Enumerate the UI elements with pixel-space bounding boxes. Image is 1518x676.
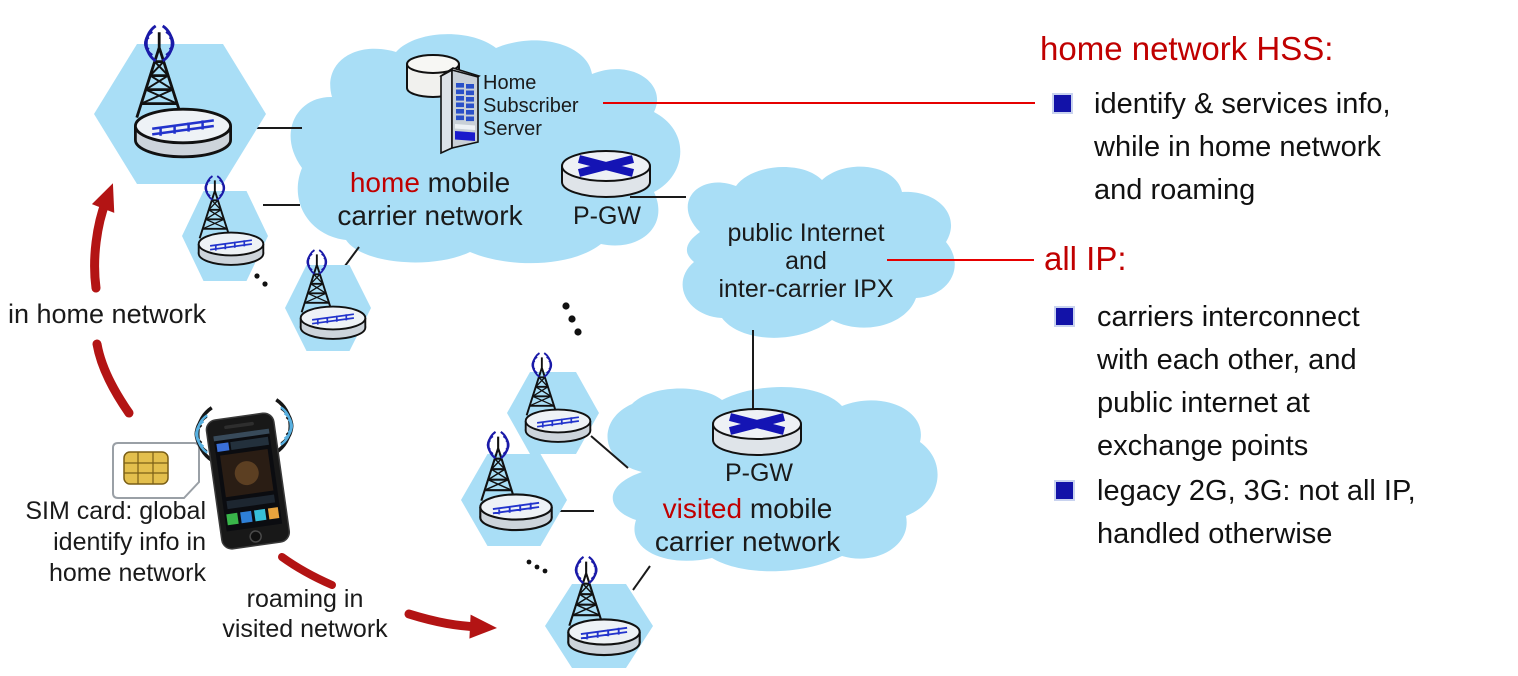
- hss-label: Home Subscriber Server: [483, 72, 579, 140]
- sim-card-icon: [112, 442, 200, 499]
- all-ip-bullet-text-1: carriers interconnect with each other, a…: [1097, 301, 1360, 462]
- pgw-home-label: P-GW: [572, 202, 642, 230]
- bullet-square-icon: [1054, 306, 1075, 327]
- ellipsis-dots: [254, 273, 582, 574]
- bullet-square-icon: [1054, 480, 1075, 501]
- section-heading-hss: home network HSS:: [1040, 30, 1334, 67]
- visited-cloud-label-line1: visited mobile: [662, 493, 833, 524]
- hss-bullet-text: identify & services info, while in home …: [1094, 88, 1391, 206]
- public-internet-cloud: [682, 166, 955, 338]
- smartphone-icon: [205, 412, 291, 550]
- callout-lines: [603, 102, 1035, 261]
- visited-cloud-label-line2: carrier network: [654, 526, 841, 557]
- bullet-square-icon: [1052, 93, 1073, 114]
- roaming-arrow: [278, 553, 497, 639]
- home-cloud-label-line2: carrier network: [337, 200, 523, 231]
- visited-carrier-cloud: [607, 387, 938, 572]
- pgw-visited-label: P-GW: [724, 459, 794, 487]
- home-carrier-cloud: [290, 34, 681, 264]
- internet-cloud-label: public Internet and inter-carrier IPX: [718, 219, 894, 303]
- hss-server-icon: [439, 67, 481, 155]
- in-home-network-arrow: [90, 183, 134, 418]
- pgw-router-icon: [713, 409, 801, 455]
- home-cloud-label-line1: home mobile: [349, 167, 511, 198]
- all-ip-bullet-text-2: legacy 2G, 3G: not all IP, handled other…: [1097, 475, 1416, 550]
- home-cloud-label: home mobile carrier network: [315, 166, 545, 232]
- visited-cloud-label: visited mobile carrier network: [625, 492, 870, 558]
- sim-card-label: SIM card: global identify info in home n…: [25, 497, 206, 587]
- roaming-label: roaming in visited network: [222, 585, 388, 643]
- in-home-network-label: in home network: [8, 299, 207, 329]
- pgw-router-icon: [562, 151, 650, 197]
- section-heading-all-ip: all IP:: [1044, 240, 1127, 277]
